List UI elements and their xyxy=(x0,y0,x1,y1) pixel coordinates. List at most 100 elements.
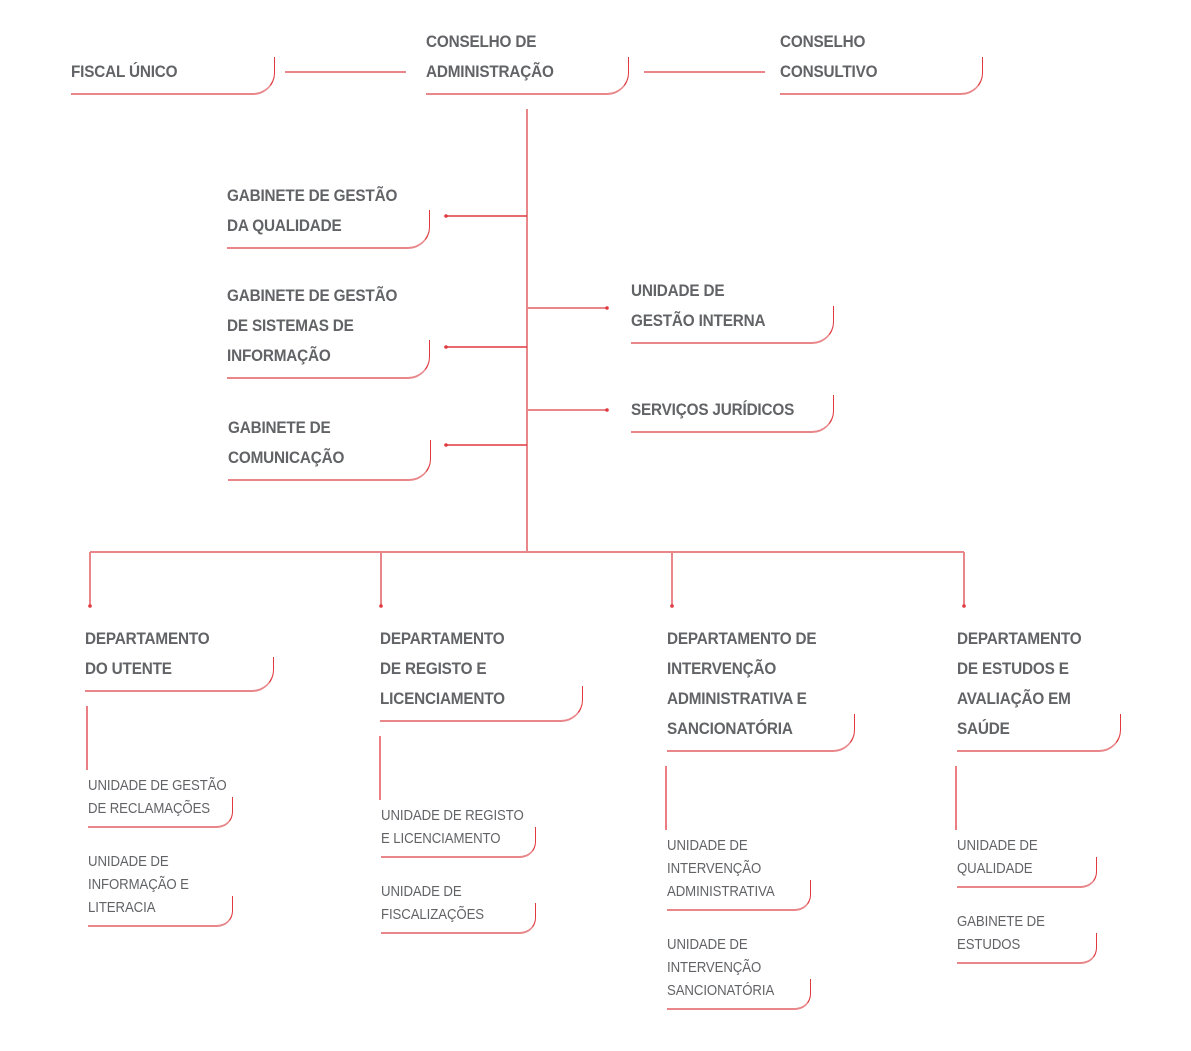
unit-dep-intervencao-1-frame xyxy=(667,979,811,1010)
unit-dep-intervencao-0-frame xyxy=(667,880,811,911)
label-line: CONSELHO xyxy=(780,32,866,51)
label-line: DEPARTAMENTO xyxy=(85,629,210,648)
node-gab-sistemas-frame xyxy=(227,340,430,379)
label-line: QUALIDADE xyxy=(957,860,1033,877)
unit-dep-estudos-0: UNIDADE DE QUALIDADE xyxy=(957,834,1097,880)
label-line: DE REGISTO E xyxy=(380,659,487,678)
node-gab-qualidade-label: GABINETE DE GESTÃO DA QUALIDADE xyxy=(227,181,410,241)
connector-dot xyxy=(962,604,966,608)
label-line: DO UTENTE xyxy=(85,659,172,678)
label-line: UNIDADE DE xyxy=(631,281,725,300)
connector-dot xyxy=(605,306,609,310)
label-line: FISCAL ÚNICO xyxy=(71,62,178,81)
label-line: CONSELHO DE xyxy=(426,32,537,51)
connector-dot xyxy=(670,604,674,608)
label-line: GABINETE DE GESTÃO xyxy=(227,286,398,305)
label-line: INTERVENÇÃO xyxy=(667,860,762,877)
label-line: ADMINISTRATIVA E xyxy=(667,689,807,708)
node-conselho-consultivo-frame xyxy=(780,57,983,95)
label-line: E LICENCIAMENTO xyxy=(381,830,501,847)
unit-dep-utente-0-frame xyxy=(88,797,233,828)
label-line: UNIDADE DE GESTÃO xyxy=(88,777,227,794)
label-line: AVALIAÇÃO EM xyxy=(957,689,1071,708)
label-line: FISCALIZAÇÕES xyxy=(381,906,485,923)
unit-dep-intervencao-0-label: UNIDADE DE INTERVENÇÃO ADMINISTRATIVA xyxy=(667,834,794,903)
label-line: SERVIÇOS JURÍDICOS xyxy=(631,400,795,419)
label-line: ESTUDOS xyxy=(957,936,1021,953)
node-unidade-gestao-interna: UNIDADE DE GESTÃO INTERNA xyxy=(631,276,834,336)
label-line: ADMINISTRAÇÃO xyxy=(426,62,554,81)
node-gab-qualidade: GABINETE DE GESTÃO DA QUALIDADE xyxy=(227,181,430,241)
unit-dep-utente-0-label: UNIDADE DE GESTÃO DE RECLAMAÇÕES xyxy=(88,774,227,820)
label-line: INTERVENÇÃO xyxy=(667,659,777,678)
label-line: DE RECLAMAÇÕES xyxy=(88,800,211,817)
unit-dep-registo-1-frame xyxy=(381,903,536,934)
node-fiscal: FISCAL ÚNICO xyxy=(71,57,275,87)
node-dep-utente: DEPARTAMENTO DO UTENTE xyxy=(85,624,274,684)
connector-dot xyxy=(444,345,448,349)
unit-dep-registo-1-label: UNIDADE DE FISCALIZAÇÕES xyxy=(381,880,517,926)
unit-dep-estudos-1-frame xyxy=(957,933,1097,964)
unit-dep-estudos-1-label: GABINETE DE ESTUDOS xyxy=(957,910,1080,956)
node-conselho-admin-frame xyxy=(426,57,629,95)
node-conselho-admin: CONSELHO DE ADMINISTRAÇÃO xyxy=(426,27,629,87)
label-line: SAÚDE xyxy=(957,719,1010,738)
node-dep-intervencao-frame xyxy=(667,714,855,752)
label-line: GABINETE DE xyxy=(957,913,1045,930)
unit-dep-estudos-0-label: UNIDADE DE QUALIDADE xyxy=(957,834,1080,880)
label-line: CONSULTIVO xyxy=(780,62,878,81)
node-conselho-consultivo-label: CONSELHO CONSULTIVO xyxy=(780,27,963,87)
node-unidade-gestao-interna-label: UNIDADE DE GESTÃO INTERNA xyxy=(631,276,814,336)
unit-dep-estudos-0-frame xyxy=(957,857,1097,888)
node-conselho-admin-label: CONSELHO DE ADMINISTRAÇÃO xyxy=(426,27,609,87)
node-gab-qualidade-frame xyxy=(227,210,430,249)
label-line: INFORMAÇÃO E xyxy=(88,876,189,893)
node-unidade-gestao-interna-frame xyxy=(631,306,834,344)
unit-dep-intervencao-1-label: UNIDADE DE INTERVENÇÃO SANCIONATÓRIA xyxy=(667,933,794,1002)
label-line: SANCIONATÓRIA xyxy=(667,982,775,999)
unit-dep-utente-0: UNIDADE DE GESTÃO DE RECLAMAÇÕES xyxy=(88,774,233,820)
unit-dep-registo-1: UNIDADE DE FISCALIZAÇÕES xyxy=(381,880,536,926)
label-line: DA QUALIDADE xyxy=(227,216,342,235)
node-dep-utente-label: DEPARTAMENTO DO UTENTE xyxy=(85,624,255,684)
node-dep-estudos-frame xyxy=(957,714,1121,752)
label-line: UNIDADE DE xyxy=(667,936,748,953)
connector-dot xyxy=(379,604,383,608)
connector-dot xyxy=(444,443,448,447)
unit-dep-utente-1-frame xyxy=(88,896,233,927)
label-line: DE SISTEMAS DE xyxy=(227,316,354,335)
node-dep-registo-label: DEPARTAMENTO DE REGISTO E LICENCIAMENTO xyxy=(380,624,563,714)
label-line: GESTÃO INTERNA xyxy=(631,311,766,330)
label-line: GABINETE DE xyxy=(228,418,331,437)
label-line: UNIDADE DE xyxy=(667,837,748,854)
label-line: GABINETE DE GESTÃO xyxy=(227,186,398,205)
unit-dep-registo-0-frame xyxy=(381,827,536,858)
connector-dot xyxy=(88,604,92,608)
unit-dep-intervencao-1: UNIDADE DE INTERVENÇÃO SANCIONATÓRIA xyxy=(667,933,811,1002)
label-line: UNIDADE DE xyxy=(88,853,169,870)
label-line: UNIDADE DE xyxy=(381,883,462,900)
label-line: INTERVENÇÃO xyxy=(667,959,762,976)
node-gab-comunicacao-frame xyxy=(228,440,431,481)
label-line: ADMINISTRATIVA xyxy=(667,883,775,900)
label-line: SANCIONATÓRIA xyxy=(667,719,793,738)
node-dep-registo: DEPARTAMENTO DE REGISTO E LICENCIAMENTO xyxy=(380,624,583,714)
connector-dot xyxy=(444,214,448,218)
unit-dep-intervencao-0: UNIDADE DE INTERVENÇÃO ADMINISTRATIVA xyxy=(667,834,811,903)
unit-dep-estudos-1: GABINETE DE ESTUDOS xyxy=(957,910,1097,956)
label-line: DEPARTAMENTO xyxy=(380,629,505,648)
label-line: UNIDADE DE xyxy=(957,837,1038,854)
label-line: LICENCIAMENTO xyxy=(380,689,505,708)
node-fiscal-label: FISCAL ÚNICO xyxy=(71,57,255,87)
